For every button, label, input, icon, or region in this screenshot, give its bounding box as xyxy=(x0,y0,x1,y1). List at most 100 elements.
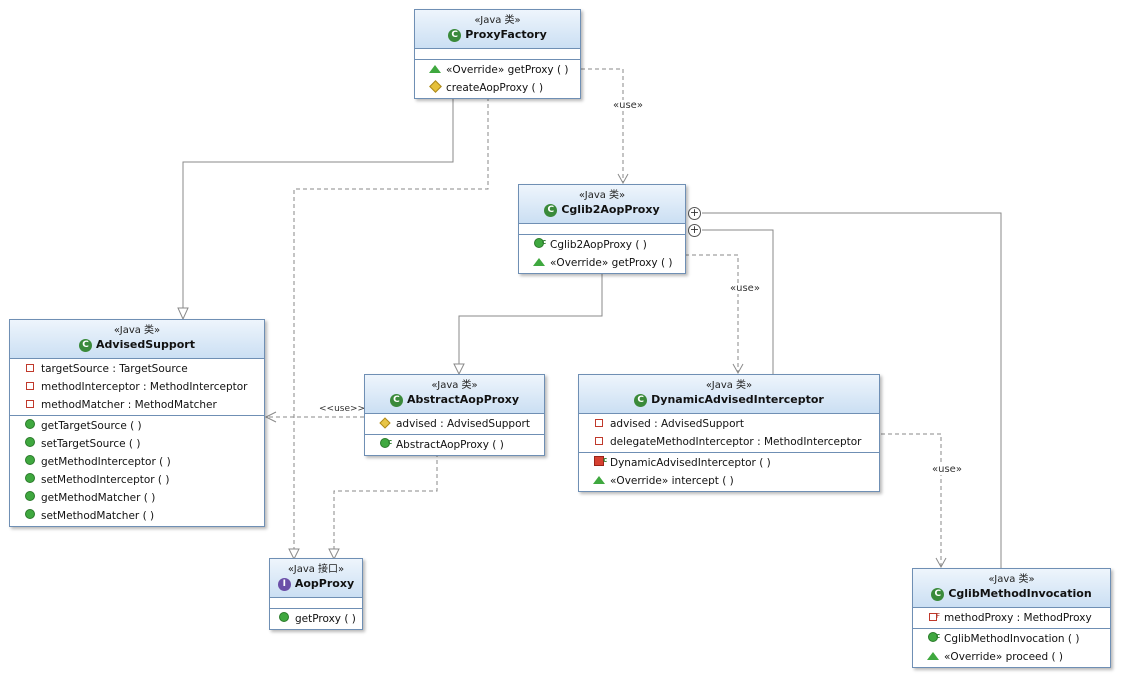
method-row[interactable]: setMethodInterceptor ( ) xyxy=(10,471,264,489)
class-name: AopProxy xyxy=(294,577,355,590)
field-row[interactable]: delegateMethodInterceptor : MethodInterc… xyxy=(579,433,879,451)
class-icon: C xyxy=(634,393,648,407)
fields-section xyxy=(519,224,685,235)
generalization-factory-advised xyxy=(182,97,454,308)
use-label-abstract-advised: <<use>> xyxy=(318,404,367,414)
methods-section: CglibMethodInvocation ( ) «Override» pro… xyxy=(913,627,1110,667)
fields-section: targetSource : TargetSource methodInterc… xyxy=(10,359,264,416)
method-label: Cglib2AopProxy ( ) xyxy=(550,239,647,251)
stereotype: «Java 类» xyxy=(113,325,161,336)
field-row[interactable]: methodMatcher : MethodMatcher xyxy=(10,396,264,414)
dependency-factory-cglib xyxy=(581,68,624,182)
private-final-field-icon xyxy=(929,607,940,625)
use-label-interceptor-invocation: «use» xyxy=(931,464,963,475)
dependency-interceptor-invocation xyxy=(881,433,942,566)
stereotype: «Java 类» xyxy=(474,15,521,26)
field-label: methodInterceptor : MethodInterceptor xyxy=(41,381,248,393)
use-label-cglib-interceptor: «use» xyxy=(729,283,761,294)
method-row[interactable]: getProxy ( ) xyxy=(270,610,362,628)
nested-class-plus-icon[interactable]: + xyxy=(688,223,701,237)
open-arrowhead xyxy=(935,557,947,569)
public-method-icon xyxy=(25,419,35,429)
field-row[interactable]: targetSource : TargetSource xyxy=(10,360,264,378)
open-arrowhead xyxy=(732,363,744,375)
override-method-icon xyxy=(429,65,441,73)
dependency-factory-aopproxy xyxy=(293,97,489,549)
public-method-icon xyxy=(25,455,35,465)
generalization-cglib-abstract xyxy=(458,274,603,364)
method-row[interactable]: getMethodMatcher ( ) xyxy=(10,489,264,507)
realization-arrowhead xyxy=(288,548,300,561)
public-method-icon xyxy=(279,612,289,622)
field-label: targetSource : TargetSource xyxy=(41,363,188,375)
method-row[interactable]: setTargetSource ( ) xyxy=(10,435,264,453)
method-row[interactable]: getTargetSource ( ) xyxy=(10,417,264,435)
field-row[interactable]: methodProxy : MethodProxy xyxy=(913,607,1110,627)
nested-class-plus-icon[interactable]: + xyxy=(688,206,701,220)
private-field-icon xyxy=(26,400,34,408)
fields-section: advised : AdvisedSupport delegateMethodI… xyxy=(579,414,879,453)
field-row[interactable]: methodInterceptor : MethodInterceptor xyxy=(10,378,264,396)
field-row[interactable]: advised : AdvisedSupport xyxy=(365,415,544,433)
fields-section: advised : AdvisedSupport xyxy=(365,414,544,435)
class-name: Cglib2AopProxy xyxy=(561,203,660,216)
field-row[interactable]: advised : AdvisedSupport xyxy=(579,415,879,433)
field-label: delegateMethodInterceptor : MethodInterc… xyxy=(610,436,862,448)
constructor-icon xyxy=(534,233,546,251)
public-method-icon xyxy=(25,491,35,501)
method-row[interactable]: «Override» getProxy ( ) xyxy=(415,61,580,79)
method-row[interactable]: «Override» getProxy ( ) xyxy=(519,254,685,272)
method-label: setTargetSource ( ) xyxy=(41,438,141,450)
method-row[interactable]: CglibMethodInvocation ( ) xyxy=(913,627,1110,648)
class-name: DynamicAdvisedInterceptor xyxy=(651,393,824,406)
methods-section: getProxy ( ) xyxy=(270,609,362,629)
method-row[interactable]: Cglib2AopProxy ( ) xyxy=(519,233,685,254)
class-name: CglibMethodInvocation xyxy=(948,587,1092,600)
open-arrowhead xyxy=(617,173,629,185)
stereotype: «Java 接口» xyxy=(287,564,345,575)
fields-section xyxy=(270,598,362,609)
realization-abstract-aopproxy xyxy=(333,453,438,549)
method-label: getMethodInterceptor ( ) xyxy=(41,456,171,468)
public-method-icon xyxy=(25,473,35,483)
class-icon: C xyxy=(79,338,93,352)
method-row[interactable]: setMethodMatcher ( ) xyxy=(10,507,264,525)
method-row[interactable]: getMethodInterceptor ( ) xyxy=(10,453,264,471)
private-field-icon xyxy=(595,437,603,445)
override-method-icon xyxy=(533,258,545,266)
method-label: «Override» getProxy ( ) xyxy=(550,257,673,269)
dependency-cglib-interceptor xyxy=(685,254,739,372)
method-label: getMethodMatcher ( ) xyxy=(41,492,156,504)
method-row[interactable]: DynamicAdvisedInterceptor ( ) xyxy=(579,451,879,472)
methods-section: AbstractAopProxy ( ) xyxy=(365,433,544,455)
method-row[interactable]: AbstractAopProxy ( ) xyxy=(365,433,544,454)
methods-section: «Override» getProxy ( ) createAopProxy (… xyxy=(415,60,580,98)
private-field-icon xyxy=(26,364,34,372)
method-label: AbstractAopProxy ( ) xyxy=(396,439,504,451)
method-row[interactable]: «Override» proceed ( ) xyxy=(913,648,1110,666)
method-label: getTargetSource ( ) xyxy=(41,420,142,432)
stereotype: «Java 类» xyxy=(431,380,478,391)
method-row[interactable]: createAopProxy ( ) xyxy=(415,79,580,97)
stereotype: «Java 类» xyxy=(705,380,753,391)
class-icon: C xyxy=(544,203,558,217)
methods-section: getTargetSource ( ) setTargetSource ( ) … xyxy=(10,416,264,526)
method-label: getProxy ( ) xyxy=(295,613,356,625)
methods-section: Cglib2AopProxy ( ) «Override» getProxy (… xyxy=(519,233,685,273)
class-icon: C xyxy=(389,393,403,407)
method-row[interactable]: «Override» intercept ( ) xyxy=(579,472,879,490)
public-method-icon xyxy=(25,437,35,447)
